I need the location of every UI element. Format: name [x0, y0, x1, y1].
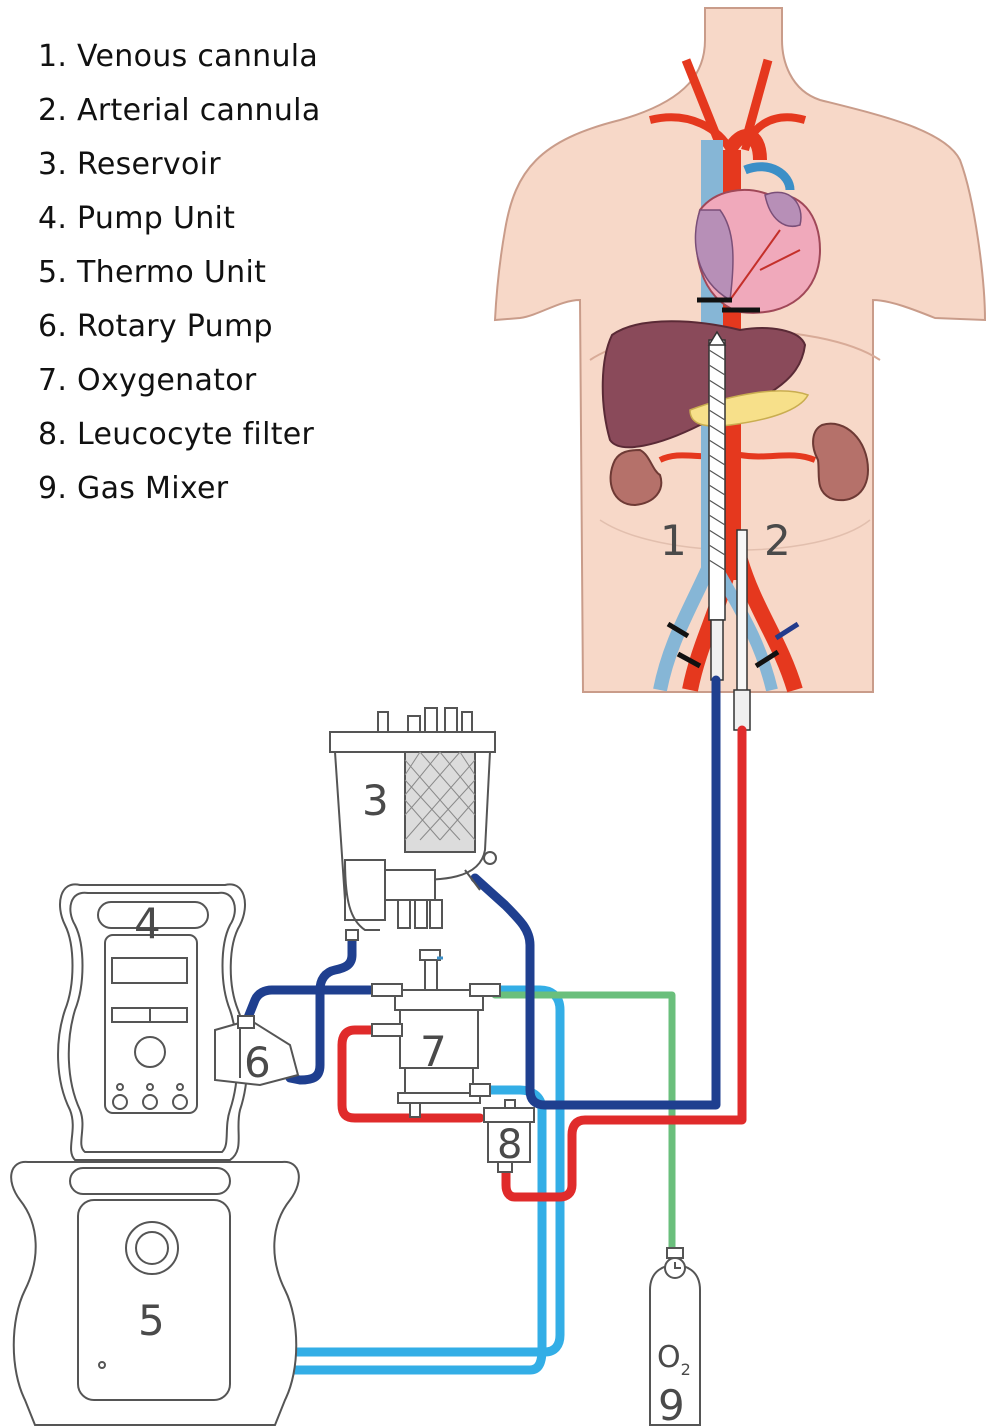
label-gas-mixer: 9	[658, 1381, 685, 1428]
arterial-cannula	[734, 530, 750, 730]
thermo-unit	[11, 1162, 299, 1425]
label-arterial-cannula: 2	[764, 516, 791, 565]
label-rotary-pump: 6	[244, 1038, 271, 1087]
venous-drain-tube	[475, 680, 716, 1105]
pump-to-oxygenator-tube	[245, 990, 372, 1025]
label-thermo-unit: 5	[138, 1296, 165, 1345]
label-leucocyte-filter: 8	[497, 1122, 522, 1168]
label-venous-cannula: 1	[660, 516, 687, 565]
reservoir	[330, 708, 496, 940]
label-reservoir: 3	[362, 776, 389, 825]
label-pump-unit: 4	[134, 899, 161, 948]
label-oxygenator: 7	[420, 1027, 447, 1076]
venous-cannula	[709, 332, 725, 680]
